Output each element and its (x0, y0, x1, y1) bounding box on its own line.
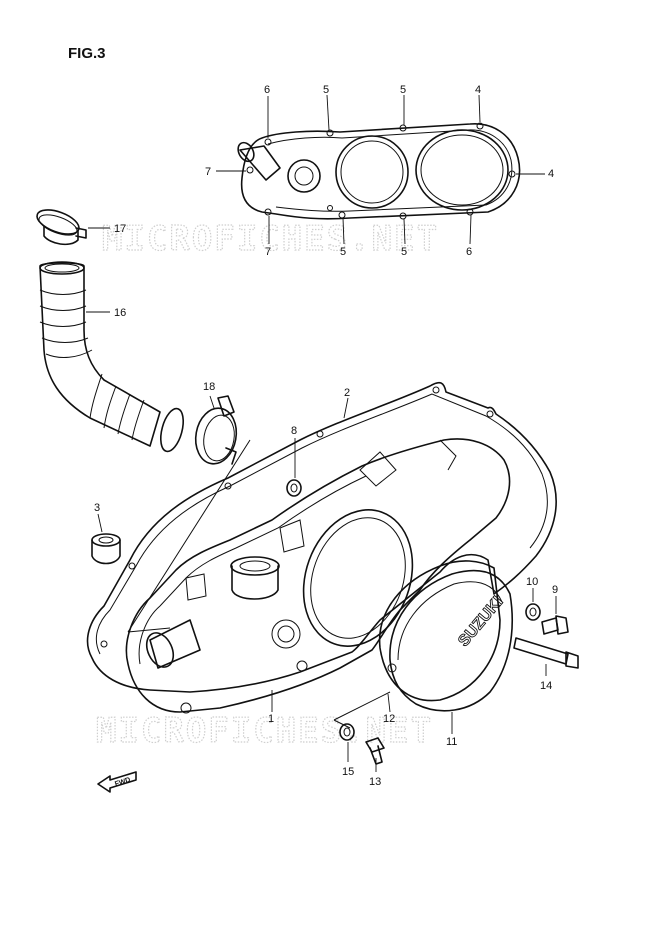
watermark-bottom: MICROFICHES.NET (96, 711, 433, 751)
figure-label: FIG.3 (68, 45, 106, 62)
washer-part-10 (525, 588, 541, 621)
callout-7: 7 (265, 246, 271, 258)
clutch-cover-gasket-part-12 (378, 560, 501, 713)
callout-8: 8 (291, 425, 297, 437)
intake-hose-part-16 (39, 261, 185, 453)
cover-logo: SUZUKI (455, 593, 506, 650)
bolt-part-14 (513, 637, 579, 676)
callout-5: 5 (401, 246, 407, 258)
hose-clamp-part-18 (194, 395, 238, 465)
crankcase-cover-part-1 (125, 438, 511, 714)
inner-cover-part (237, 122, 521, 220)
callout-1: 1 (268, 713, 274, 725)
callout-18: 18 (203, 381, 215, 393)
callout-5: 5 (340, 246, 346, 258)
washer-part-15 (339, 723, 355, 762)
forward-arrow-label: FWD (114, 777, 131, 789)
bolt-part-9 (541, 596, 569, 635)
callout-4: 4 (475, 84, 481, 96)
callout-5: 5 (323, 84, 329, 96)
callout-5: 5 (400, 84, 406, 96)
leader-lines-top (216, 94, 545, 245)
callout-17: 17 (114, 223, 126, 235)
callout-6: 6 (466, 246, 472, 258)
callout-13: 13 (369, 776, 381, 788)
callout-numbers: 6 5 5 4 7 4 17 7 5 5 6 16 18 2 8 3 10 9 … (94, 84, 558, 788)
hose-clamp-part-17 (36, 209, 110, 246)
callout-11: 11 (446, 736, 457, 748)
forward-arrow-icon: FWD (97, 771, 137, 793)
callout-14: 14 (540, 680, 552, 692)
callout-16: 16 (114, 307, 126, 319)
callout-3: 3 (94, 502, 100, 514)
callout-6: 6 (264, 84, 270, 96)
callout-7: 7 (205, 166, 211, 178)
bolt-part-13 (365, 737, 385, 772)
callout-4: 4 (548, 168, 554, 180)
callout-10: 10 (526, 576, 538, 588)
callout-15: 15 (342, 766, 354, 778)
callout-12: 12 (383, 713, 395, 725)
watermark-top: MICROFICHES.NET (102, 219, 439, 259)
callout-2: 2 (344, 387, 350, 399)
washer-part-8 (286, 438, 302, 497)
callout-9: 9 (552, 584, 558, 596)
cover-dashed-leader (333, 691, 391, 729)
collar-part-3 (91, 513, 121, 565)
